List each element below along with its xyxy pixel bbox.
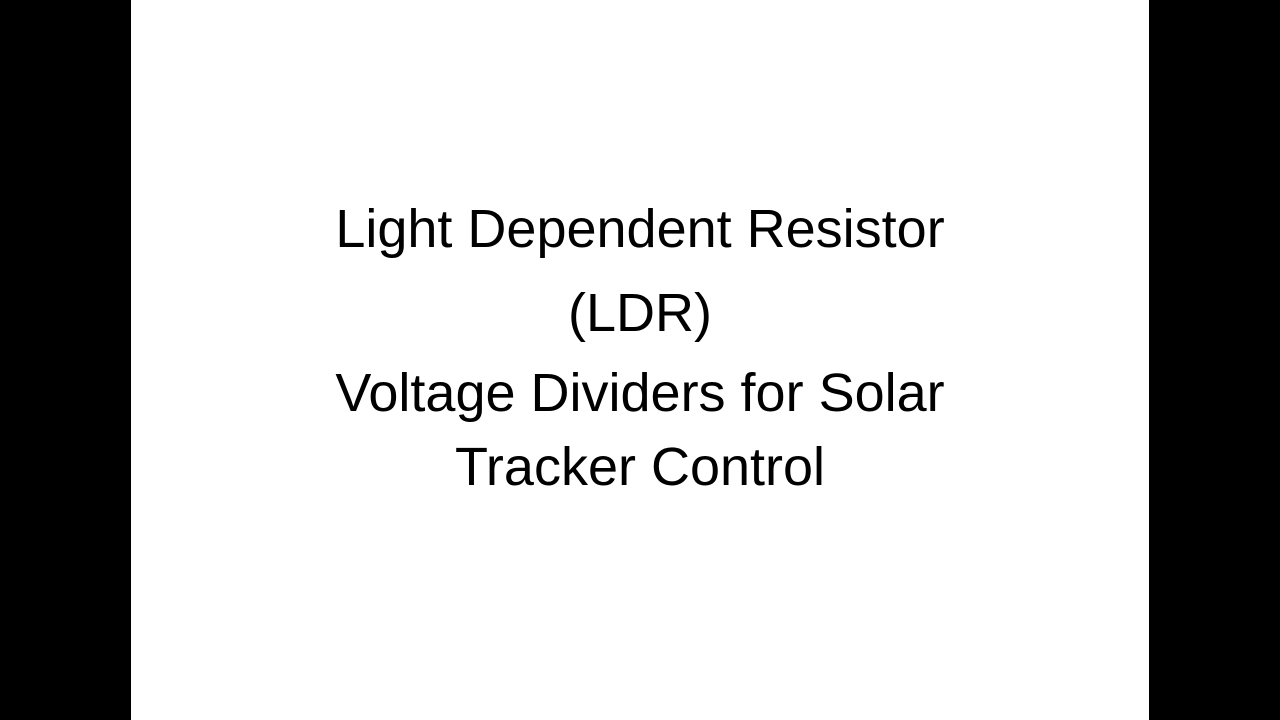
title-line-1: Light Dependent Resistor: [335, 199, 945, 259]
title-line-2: (LDR): [568, 283, 712, 343]
subtitle-line-2: Tracker Control: [454, 437, 826, 497]
slide: Light Dependent Resistor (LDR) Voltage D…: [131, 0, 1149, 720]
subtitle-line-1: Voltage Dividers for Solar: [335, 363, 945, 423]
